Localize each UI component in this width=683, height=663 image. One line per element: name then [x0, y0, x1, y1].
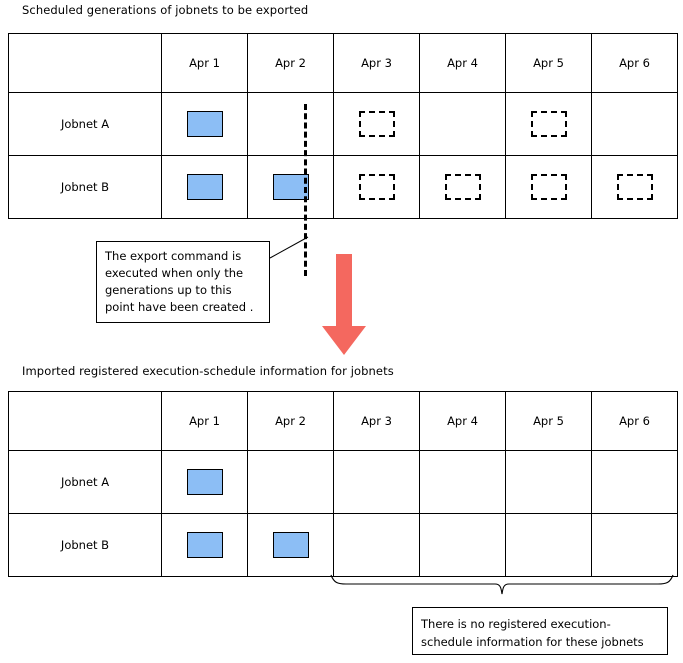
generation-empty-marker — [531, 469, 567, 495]
cell-jobnet-b-apr-1 — [161, 513, 248, 577]
callout-leader-line — [269, 236, 309, 259]
cell-jobnet-b-apr-6 — [591, 513, 678, 577]
no-schedule-info-callout: There is no registered execution-schedul… — [412, 607, 668, 655]
table-header-row: Apr 1 Apr 2 Apr 3 Apr 4 Apr 5 Apr 6 — [8, 391, 678, 451]
generation-empty-marker — [359, 532, 395, 558]
cell-jobnet-b-apr-2 — [247, 155, 334, 219]
generation-planned-marker — [358, 111, 395, 137]
column-header-apr-1: Apr 1 — [161, 33, 248, 93]
generation-created-marker — [272, 174, 309, 200]
table-row: Jobnet A — [8, 92, 678, 156]
generation-empty-marker — [445, 532, 481, 558]
generation-planned-marker — [530, 111, 567, 137]
cell-jobnet-a-apr-2 — [247, 450, 334, 514]
column-header-apr-3: Apr 3 — [333, 33, 420, 93]
cell-jobnet-a-apr-1 — [161, 450, 248, 514]
cell-jobnet-a-apr-1 — [161, 92, 248, 156]
cell-jobnet-a-apr-6 — [591, 450, 678, 514]
generation-empty-marker — [273, 469, 309, 495]
cell-jobnet-b-apr-3 — [333, 155, 420, 219]
cell-jobnet-a-apr-3 — [333, 92, 420, 156]
corner-header-cell — [8, 391, 162, 451]
column-header-apr-3: Apr 3 — [333, 391, 420, 451]
column-header-apr-4: Apr 4 — [419, 391, 506, 451]
generation-empty-marker — [531, 532, 567, 558]
cell-jobnet-a-apr-4 — [419, 450, 506, 514]
down-arrow-icon — [322, 254, 366, 355]
export-cutoff-line — [304, 104, 307, 276]
top-table-caption: Scheduled generations of jobnets to be e… — [22, 3, 309, 17]
column-header-apr-4: Apr 4 — [419, 33, 506, 93]
generation-created-marker — [272, 532, 309, 558]
generation-empty-marker — [617, 111, 653, 137]
generation-created-marker — [186, 174, 223, 200]
bottom-table-caption: Imported registered execution-schedule i… — [22, 364, 394, 378]
cell-jobnet-a-apr-2 — [247, 92, 334, 156]
generation-planned-marker — [444, 174, 481, 200]
column-header-apr-6: Apr 6 — [591, 391, 678, 451]
row-label-jobnet-b: Jobnet B — [8, 155, 162, 219]
cell-jobnet-b-apr-3 — [333, 513, 420, 577]
row-label-jobnet-a: Jobnet A — [8, 450, 162, 514]
cell-jobnet-b-apr-4 — [419, 155, 506, 219]
cell-jobnet-a-apr-5 — [505, 450, 592, 514]
generation-empty-marker — [617, 532, 653, 558]
table-header-row: Apr 1 Apr 2 Apr 3 Apr 4 Apr 5 Apr 6 — [8, 33, 678, 93]
generation-created-marker — [186, 111, 223, 137]
row-label-jobnet-b: Jobnet B — [8, 513, 162, 577]
column-header-apr-5: Apr 5 — [505, 33, 592, 93]
generation-empty-marker — [359, 469, 395, 495]
column-header-apr-6: Apr 6 — [591, 33, 678, 93]
column-header-apr-2: Apr 2 — [247, 391, 334, 451]
row-label-jobnet-a: Jobnet A — [8, 92, 162, 156]
table-row: Jobnet A — [8, 450, 678, 514]
generation-planned-marker — [530, 174, 567, 200]
generation-planned-marker — [358, 174, 395, 200]
generation-empty-marker — [445, 111, 481, 137]
generation-empty-marker — [445, 469, 481, 495]
cell-jobnet-a-apr-6 — [591, 92, 678, 156]
cell-jobnet-b-apr-6 — [591, 155, 678, 219]
cell-jobnet-a-apr-3 — [333, 450, 420, 514]
range-brace — [330, 574, 674, 595]
cell-jobnet-b-apr-5 — [505, 513, 592, 577]
column-header-apr-2: Apr 2 — [247, 33, 334, 93]
imported-schedule-table: Apr 1 Apr 2 Apr 3 Apr 4 Apr 5 Apr 6 Jobn… — [8, 391, 678, 577]
table-row: Jobnet B — [8, 513, 678, 577]
generation-planned-marker — [616, 174, 653, 200]
column-header-apr-5: Apr 5 — [505, 391, 592, 451]
generation-created-marker — [186, 532, 223, 558]
cell-jobnet-a-apr-5 — [505, 92, 592, 156]
column-header-apr-1: Apr 1 — [161, 391, 248, 451]
scheduled-generations-table: Apr 1 Apr 2 Apr 3 Apr 4 Apr 5 Apr 6 Jobn… — [8, 33, 678, 219]
cell-jobnet-b-apr-2 — [247, 513, 334, 577]
corner-header-cell — [8, 33, 162, 93]
cell-jobnet-b-apr-1 — [161, 155, 248, 219]
generation-created-marker — [186, 469, 223, 495]
cell-jobnet-b-apr-4 — [419, 513, 506, 577]
generation-empty-marker — [617, 469, 653, 495]
cell-jobnet-b-apr-5 — [505, 155, 592, 219]
cell-jobnet-a-apr-4 — [419, 92, 506, 156]
table-row: Jobnet B — [8, 155, 678, 219]
export-cutoff-callout: The export command is executed when only… — [96, 241, 270, 323]
